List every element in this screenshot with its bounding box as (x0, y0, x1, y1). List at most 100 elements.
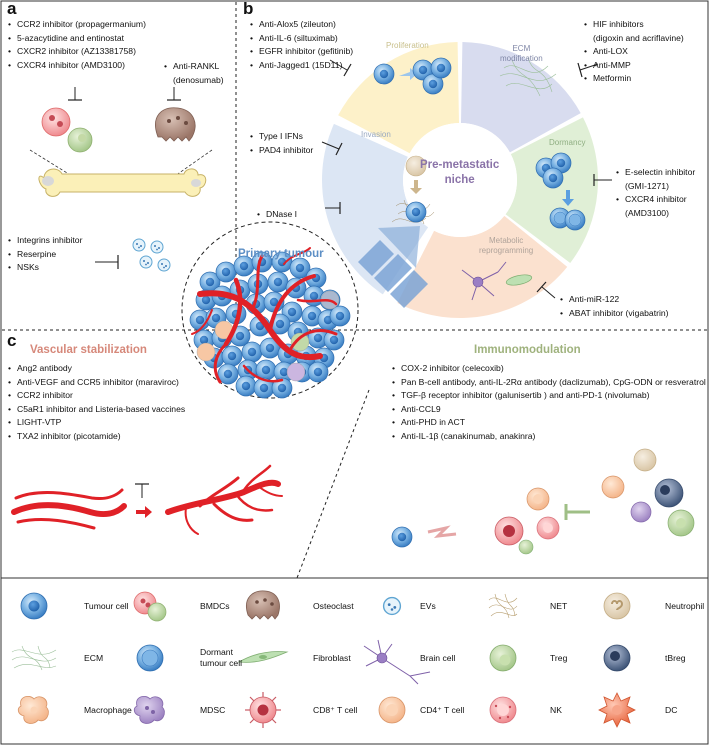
therapy-item: 5-azacytidine and entinostat (8, 32, 146, 46)
therapy-item: CXCR4 inhibitor(AMD3100) (616, 193, 695, 220)
osteoclast-icon (246, 590, 280, 620)
primary-tumour-illustration (181, 221, 359, 399)
legend-label: NET (550, 601, 568, 611)
legend-label: CD8⁺ T cell (313, 705, 358, 715)
therapy-item: CCR2 inhibitor (propagermanium) (8, 18, 146, 32)
therapy-item: Anti-miR-122 (560, 293, 669, 307)
therapy-item: Anti-IL-1β (canakinumab, anakinra) (392, 430, 706, 444)
therapy-item: Reserpine (8, 248, 82, 262)
legend-label: ECM (84, 653, 104, 663)
legend-label: NK (550, 705, 562, 715)
vessel-illustration (11, 464, 283, 535)
evs-icon (382, 596, 402, 616)
legend-label: Brain cell (420, 653, 456, 663)
panel-letter-a: a (7, 0, 17, 18)
stromal-cell (196, 342, 216, 362)
therapy-item: DNase I (257, 208, 297, 222)
panel-letter-b: b (243, 0, 254, 18)
legend-label: Treg (550, 653, 568, 663)
legend-label: DC (665, 705, 678, 715)
therapy-item: Anti-Jagged1 (15D11) (250, 59, 353, 73)
cd8-t-cell-icon (245, 692, 281, 728)
macrophage-icon (17, 695, 49, 724)
therapy-item: Anti-PHD in ACT (392, 416, 706, 430)
anti-rankl-list: Anti-RANKL(denosumab) (164, 60, 224, 87)
tumour-cell (267, 271, 289, 293)
immunomodulation-title: Immunomodulation (474, 344, 581, 356)
dc-icon (598, 692, 636, 728)
legend-label: EVs (420, 601, 436, 611)
fibroblast-icon (237, 651, 289, 663)
therapy-item: HIF inhibitors(digoxin and acriflavine) (584, 18, 684, 45)
therapy-item: CCR2 inhibitor (8, 389, 185, 403)
tumour-cell (221, 345, 243, 367)
therapy-item: CXCR4 inhibitor (AMD3100) (8, 59, 146, 73)
ecm-icon (11, 645, 57, 671)
therapy-item: Pan B-cell antibody, anti-IL-2Rα antibod… (392, 376, 706, 390)
tbreg-icon (603, 644, 631, 672)
ecm-therapy-list: HIF inhibitors(digoxin and acriflavine)A… (584, 18, 684, 86)
cd4-t-cell-icon (378, 696, 406, 724)
therapy-item: Anti-IL-6 (siltuximab) (250, 32, 353, 46)
legend-label: BMDCs (200, 601, 230, 611)
neutrophil-icon (603, 592, 631, 620)
proliferation-therapy-list: Anti-Alox5 (zileuton)Anti-IL-6 (siltuxim… (250, 18, 353, 72)
panel-letter-c: c (7, 331, 17, 350)
immunomodulation-therapy-list: COX-2 inhibitor (celecoxib)Pan B-cell an… (392, 362, 706, 444)
legend-label: Neutrophil (665, 601, 705, 611)
invasion-therapy-list: Type I IFNsPAD4 inhibitor (250, 130, 313, 157)
therapy-item: NSKs (8, 261, 82, 275)
segment-label-dormancy: Dormancy (549, 138, 586, 147)
therapy-item: Anti-LOX (584, 45, 684, 59)
segment-label-proliferation: Proliferation (386, 41, 429, 50)
therapy-item: LIGHT-VTP (8, 416, 185, 430)
bone-marrow-illustration (29, 87, 213, 272)
tumour-cell (307, 361, 329, 383)
therapy-item: Ang2 antibody (8, 362, 185, 376)
tumour-cell (235, 375, 257, 397)
therapy-item: Anti-CCL9 (392, 403, 706, 417)
stromal-cell (286, 362, 306, 382)
tumour-cell (241, 341, 263, 363)
legend-label: tBreg (665, 653, 686, 663)
net-icon (488, 593, 518, 619)
therapy-item: COX-2 inhibitor (celecoxib) (392, 362, 706, 376)
therapy-item: ABAT inhibitor (vigabatrin) (560, 307, 669, 321)
nk-icon (489, 696, 517, 724)
vascular-stabilization-title: Vascular stabilization (30, 344, 147, 356)
bmdcs-icon (133, 591, 167, 622)
pre-metastatic-niche-ring (321, 42, 612, 318)
legend-label: Osteoclast (313, 601, 354, 611)
therapy-item: TGF-β receptor inhibitor (galunisertib )… (392, 389, 706, 403)
legend-label: MDSC (200, 705, 226, 715)
dormancy-therapy-list: E-selectin inhibitor(GMI-1271)CXCR4 inhi… (616, 166, 695, 220)
therapy-item: Anti-MMP (584, 59, 684, 73)
treg-icon (489, 644, 517, 672)
therapy-item: Metformin (584, 72, 684, 86)
therapy-item: E-selectin inhibitor(GMI-1271) (616, 166, 695, 193)
metabolic-therapy-list: Anti-miR-122ABAT inhibitor (vigabatrin) (560, 293, 669, 320)
segment-label-invasion: Invasion (361, 130, 391, 139)
tumour-cell (215, 261, 237, 283)
therapy-item: PAD4 inhibitor (250, 144, 313, 158)
therapy-item: CXCR2 inhibitor (AZ13381758) (8, 45, 146, 59)
dnase-therapy-list: DNase I (257, 208, 297, 222)
therapy-item: EGFR inhibitor (gefitinib) (250, 45, 353, 59)
tumour-cell-icon (20, 592, 48, 620)
dormant-tumour-cell-icon (136, 644, 164, 672)
therapy-item: Integrins inhibitor (8, 234, 82, 248)
stromal-cell (290, 332, 310, 352)
therapy-item: Anti-Alox5 (zileuton) (250, 18, 353, 32)
mdsc-icon (133, 695, 165, 724)
therapy-item: TXA2 inhibitor (picotamide) (8, 430, 185, 444)
primary-tumour-label: Primary tumour (238, 248, 324, 260)
therapy-item: Anti-VEGF and CCR5 inhibitor (maraviroc) (8, 376, 185, 390)
tumour-cell (329, 305, 351, 327)
legend-label: Tumour cell (84, 601, 129, 611)
brain-cell-in-ring (461, 261, 507, 301)
brain-cell-icon (363, 639, 431, 685)
